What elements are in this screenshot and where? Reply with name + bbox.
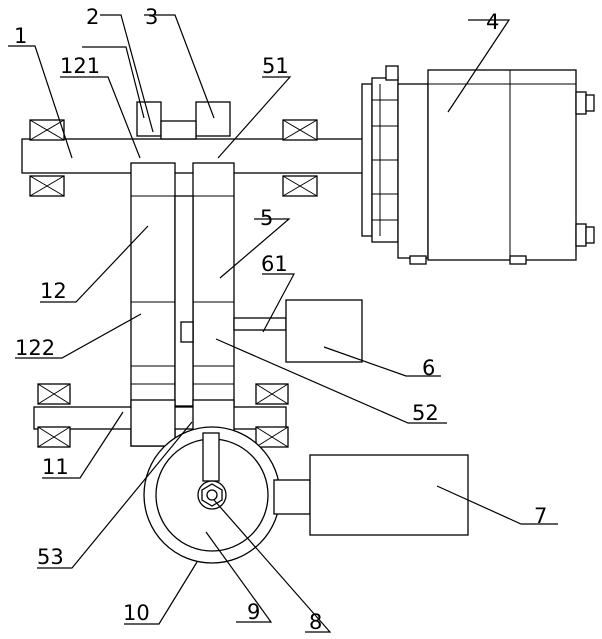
label-11: 11 [42, 455, 69, 479]
label-1: 1 [14, 24, 27, 48]
label-53: 53 [37, 545, 64, 569]
rotary-disc [144, 427, 280, 563]
label-4: 4 [486, 10, 499, 34]
label-6: 6 [422, 356, 435, 380]
label-7: 7 [534, 504, 547, 528]
label-122: 122 [15, 336, 55, 360]
label-12: 12 [40, 279, 67, 303]
label-61: 61 [261, 252, 288, 276]
right-plate [193, 163, 234, 433]
label-8: 8 [309, 610, 322, 634]
right-top-block [196, 102, 230, 136]
center-rod [175, 196, 193, 406]
label-9: 9 [247, 600, 260, 624]
label-5: 5 [260, 206, 273, 230]
label-2: 2 [86, 5, 99, 29]
label-3: 3 [145, 5, 158, 29]
label-121: 121 [60, 54, 100, 78]
label-10: 10 [123, 601, 150, 625]
drive-unit [274, 455, 468, 535]
motor [362, 66, 594, 264]
label-51: 51 [262, 54, 289, 78]
upper-bridge [161, 121, 196, 139]
label-52: 52 [412, 401, 439, 425]
